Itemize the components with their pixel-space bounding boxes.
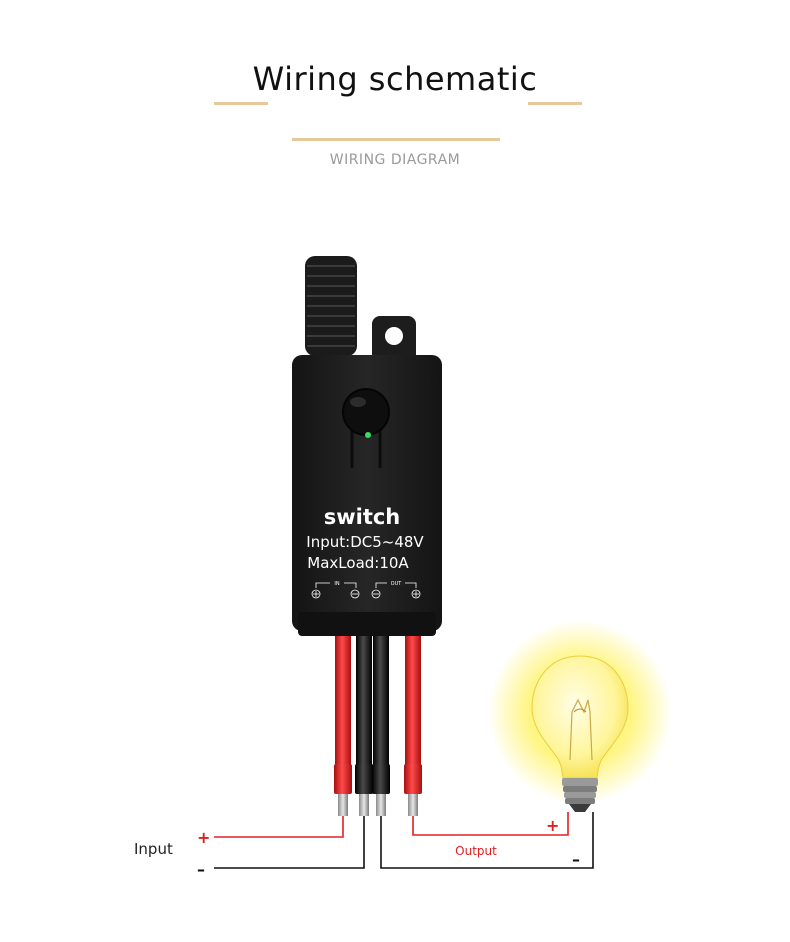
page-subtitle: WIRING DIAGRAM	[329, 152, 461, 168]
status-led	[365, 432, 371, 438]
input-negative-line	[214, 816, 365, 869]
switch-module: switch Input:DC5~48V MaxLoad:10A IN OUT	[292, 355, 442, 636]
title-underline	[292, 138, 500, 141]
out-terminal-label: OUT	[391, 581, 403, 587]
device-name: switch	[324, 505, 401, 529]
light-bulb-icon	[488, 620, 672, 812]
page-title: Wiring schematic	[252, 60, 538, 98]
device-max-load: MaxLoad:10A	[307, 554, 409, 572]
title-rule-right	[528, 102, 582, 105]
output-label: Output	[455, 844, 497, 858]
coil-antenna-icon	[305, 256, 357, 356]
input-positive-line	[214, 816, 344, 838]
mounting-tab	[372, 316, 416, 362]
output-plus-sign: +	[546, 816, 559, 835]
device-input-spec: Input:DC5~48V	[306, 533, 424, 551]
input-plus-sign: +	[197, 828, 210, 847]
input-minus-sign: –	[197, 860, 205, 879]
output-positive-line	[412, 812, 569, 836]
input-label: Input	[134, 840, 173, 858]
device-wires	[334, 636, 422, 816]
output-negative-line	[380, 812, 594, 869]
output-minus-sign: –	[572, 850, 580, 869]
schematic-lines	[214, 812, 594, 869]
in-terminal-label: IN	[334, 581, 339, 587]
title-rule-left	[214, 102, 268, 105]
